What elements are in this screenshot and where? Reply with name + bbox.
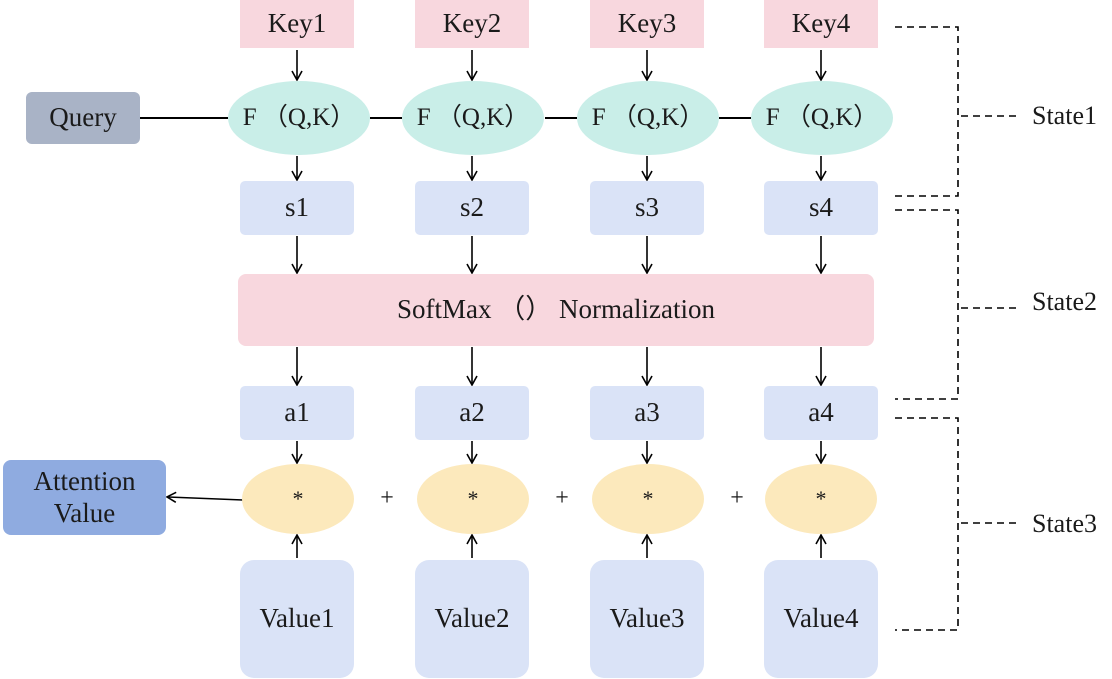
key-node: Key3 xyxy=(590,0,704,48)
softmax-normalization-node: SoftMax （） Normalization xyxy=(238,274,874,346)
state-label: State1 xyxy=(1032,101,1097,131)
scoring-function-node: F （Q,K） xyxy=(402,81,544,155)
score-node: s3 xyxy=(590,181,704,235)
multiply-node: * xyxy=(242,464,354,534)
value-node: Value4 xyxy=(764,560,878,678)
value-node: Value2 xyxy=(415,560,529,678)
state1-bracket xyxy=(895,26,959,197)
plus-sign: + xyxy=(380,485,394,512)
scoring-function-node: F （Q,K） xyxy=(751,81,893,155)
attention-value-node: Attention Value xyxy=(3,460,166,535)
score-node: s2 xyxy=(415,181,529,235)
query-node: Query xyxy=(26,92,140,144)
key-node: Key2 xyxy=(415,0,529,48)
plus-sign: + xyxy=(730,485,744,512)
state-label: State3 xyxy=(1032,509,1097,539)
score-node: s1 xyxy=(240,181,354,235)
value-node: Value1 xyxy=(240,560,354,678)
state-label: State2 xyxy=(1032,287,1097,317)
plus-sign: + xyxy=(555,485,569,512)
score-node: s4 xyxy=(764,181,878,235)
weight-node: a1 xyxy=(240,386,354,440)
key-node: Key4 xyxy=(764,0,878,48)
scoring-function-node: F （Q,K） xyxy=(228,81,370,155)
scoring-function-node: F （Q,K） xyxy=(577,81,719,155)
multiply-node: * xyxy=(417,464,529,534)
arrow-to-attention-value xyxy=(165,491,244,503)
key-node: Key1 xyxy=(240,0,354,48)
multiply-node: * xyxy=(765,464,877,534)
state3-bracket xyxy=(895,417,959,631)
weight-node: a4 xyxy=(764,386,878,440)
weight-node: a3 xyxy=(590,386,704,440)
state2-bracket xyxy=(895,209,959,400)
multiply-node: * xyxy=(592,464,704,534)
weight-node: a2 xyxy=(415,386,529,440)
value-node: Value3 xyxy=(590,560,704,678)
